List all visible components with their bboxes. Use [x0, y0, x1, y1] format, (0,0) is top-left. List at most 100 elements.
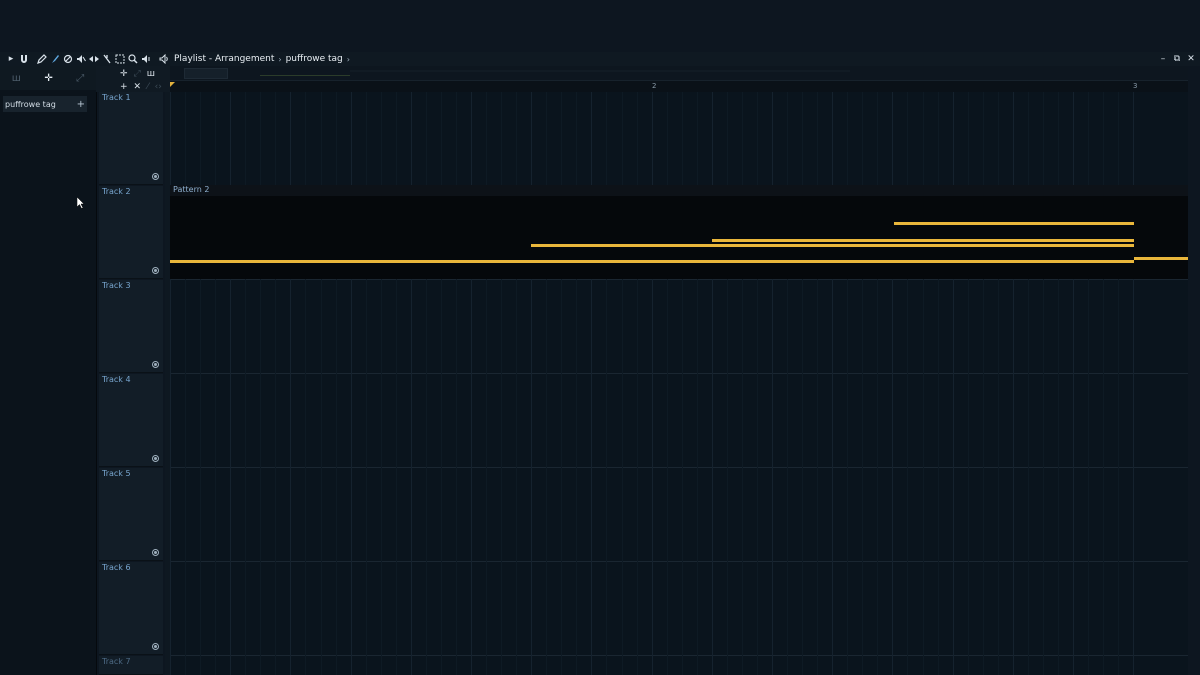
grid-beat-line: [351, 92, 352, 675]
track-name: Track 5: [102, 469, 131, 478]
grid-beat-line: [366, 92, 367, 675]
minimize-button[interactable]: –: [1160, 54, 1166, 64]
grid-beat-line: [185, 92, 186, 675]
track-header[interactable]: Track 2: [99, 186, 163, 279]
playlist-grid[interactable]: Pattern 2: [170, 92, 1188, 675]
slice-icon[interactable]: [101, 53, 113, 65]
pattern-note[interactable]: [894, 222, 1134, 225]
grid-beat-line: [546, 92, 547, 675]
song-position-marker-icon[interactable]: [170, 82, 175, 87]
grid-beat-line: [742, 92, 743, 675]
add-icon[interactable]: +: [120, 81, 128, 92]
grid-beat-line: [411, 92, 412, 675]
pattern-list-item[interactable]: puffrowe tag +: [3, 96, 87, 112]
time-ruler[interactable]: 2 3: [170, 80, 1188, 93]
grid-beat-line: [1043, 92, 1044, 675]
grid-beat-line: [652, 92, 653, 675]
track-divider: [170, 279, 1188, 280]
track-header[interactable]: Track 7: [99, 656, 163, 675]
speaker-icon[interactable]: [140, 53, 152, 65]
audio-clip-icon[interactable]: ✛: [120, 68, 128, 79]
grid-beat-line: [637, 92, 638, 675]
playlist-controls: ✛ ⤢ ш + ✕ ⁄ ‹›: [96, 66, 170, 92]
grid-beat-line: [336, 92, 337, 675]
window-controls: – ⧉ ✕: [1158, 52, 1196, 66]
delete-icon[interactable]: [62, 53, 74, 65]
zoom-icon[interactable]: [127, 53, 139, 65]
pattern-clip-label: Pattern 2: [173, 185, 210, 194]
grid-beat-line: [712, 92, 713, 675]
track-divider: [170, 373, 1188, 374]
grid-beat-line: [667, 92, 668, 675]
automation-clip-icon[interactable]: ⤢: [133, 68, 141, 79]
pattern-clip[interactable]: Pattern 2: [170, 185, 1188, 279]
track-mute-icon[interactable]: [152, 455, 159, 462]
track-mute-icon[interactable]: [152, 643, 159, 650]
track-divider: [170, 561, 1188, 562]
breadcrumb-arrangement[interactable]: puffrowe tag: [285, 54, 343, 64]
track-name: Track 2: [102, 187, 131, 196]
grid-beat-line: [1118, 92, 1119, 675]
top-empty-area: [0, 0, 1200, 52]
pattern-note[interactable]: [712, 239, 1134, 242]
piano-roll-tab-icon[interactable]: ш: [11, 72, 21, 84]
track-name: Track 6: [102, 563, 131, 572]
pencil-icon[interactable]: [36, 53, 48, 65]
track-header[interactable]: Track 1: [99, 92, 163, 185]
track-mute-icon[interactable]: [152, 267, 159, 274]
track-header[interactable]: Track 6: [99, 562, 163, 655]
grid-beat-line: [802, 92, 803, 675]
audio-tab-icon[interactable]: ✛: [44, 72, 53, 84]
grid-beat-line: [1028, 92, 1029, 675]
expand-icon[interactable]: ‹›: [154, 81, 162, 92]
select-icon[interactable]: [114, 53, 126, 65]
edit-icon[interactable]: ⁄: [147, 81, 149, 92]
grid-beat-line: [516, 92, 517, 675]
pattern-note[interactable]: [1134, 257, 1188, 260]
pattern-clip-icon[interactable]: ш: [146, 68, 155, 79]
track-mute-icon[interactable]: [152, 361, 159, 368]
track-header[interactable]: Track 5: [99, 468, 163, 561]
grid-beat-line: [381, 92, 382, 675]
track-name: Track 4: [102, 375, 131, 384]
pattern-note[interactable]: [531, 244, 1134, 247]
grid-beat-line: [230, 92, 231, 675]
grid-beat-line: [531, 92, 532, 675]
magnet-icon[interactable]: [18, 53, 30, 65]
grid-beat-line: [215, 92, 216, 675]
track-mute-icon[interactable]: [152, 173, 159, 180]
mute-icon[interactable]: [75, 53, 87, 65]
close-button[interactable]: ✕: [1187, 54, 1195, 64]
right-scroll-edge: [1188, 92, 1200, 675]
automation-tab-icon[interactable]: ⤢: [76, 72, 85, 84]
breadcrumb-window[interactable]: Playlist - Arrangement: [174, 54, 275, 64]
track-mute-icon[interactable]: [152, 549, 159, 556]
horizontal-zoom-handle[interactable]: [184, 68, 228, 79]
grid-beat-line: [576, 92, 577, 675]
ruler-bar-2: 2: [652, 82, 657, 90]
grid-beat-line: [456, 92, 457, 675]
restore-button[interactable]: ⧉: [1173, 54, 1181, 64]
grid-beat-line: [170, 92, 171, 675]
add-pattern-icon[interactable]: +: [76, 98, 85, 110]
grid-beat-line: [1013, 92, 1014, 675]
grid-beat-line: [998, 92, 999, 675]
brush-icon[interactable]: [49, 53, 61, 65]
grid-beat-line: [892, 92, 893, 675]
scroll-position-indicator[interactable]: [260, 75, 350, 76]
arrow-right-icon[interactable]: ▸: [8, 54, 14, 64]
slip-icon[interactable]: [88, 53, 100, 65]
remove-icon[interactable]: ✕: [133, 81, 142, 92]
grid-beat-line: [983, 92, 984, 675]
grid-beat-line: [290, 92, 291, 675]
track-header[interactable]: Track 4: [99, 374, 163, 467]
pattern-clip-header[interactable]: Pattern 2: [170, 185, 1188, 196]
pattern-browser: ш ✛ ⤢ puffrowe tag +: [0, 66, 97, 675]
horizontal-scrollbar[interactable]: [350, 70, 850, 72]
track-header[interactable]: Track 3: [99, 280, 163, 373]
grid-beat-line: [1058, 92, 1059, 675]
breadcrumb-trailing-arrow[interactable]: ›: [346, 54, 350, 64]
volume-icon[interactable]: [158, 53, 170, 65]
pattern-note[interactable]: [170, 260, 1134, 263]
mouse-cursor-icon: [77, 197, 85, 209]
